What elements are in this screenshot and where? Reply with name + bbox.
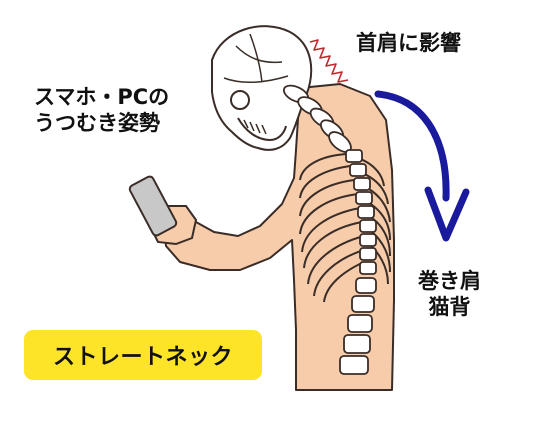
skull-suture [223,33,289,84]
teeth [243,119,267,135]
arrow-head [424,186,470,242]
rounded-shoulder-line2: 猫背 [428,295,471,320]
spine [339,149,377,375]
posture-caption-line1: スマホ・PCの [34,85,170,109]
skull [211,25,313,151]
strain-zigzag-icon [309,39,349,83]
rib-cage [299,153,365,303]
eye-socket [230,90,250,110]
neck-shoulder-caption: 首肩に影響 [356,31,461,55]
posture-caption: スマホ・PCの うつむき姿勢 [34,84,169,137]
cervical-vertebrae [282,84,352,153]
phone-icon [128,175,178,237]
straight-neck-badge: ストレートネック [24,330,262,380]
rounded-shoulder-line1: 巻き肩 [418,269,481,293]
posture-caption-line2: うつむき姿勢 [34,111,160,136]
rounded-shoulder-caption: 巻き肩 猫背 [418,268,481,321]
jaw [237,117,287,142]
body-silhouette [163,83,395,391]
straight-neck-badge-text: ストレートネック [52,345,233,370]
curved-arrow-down-icon [374,90,450,202]
